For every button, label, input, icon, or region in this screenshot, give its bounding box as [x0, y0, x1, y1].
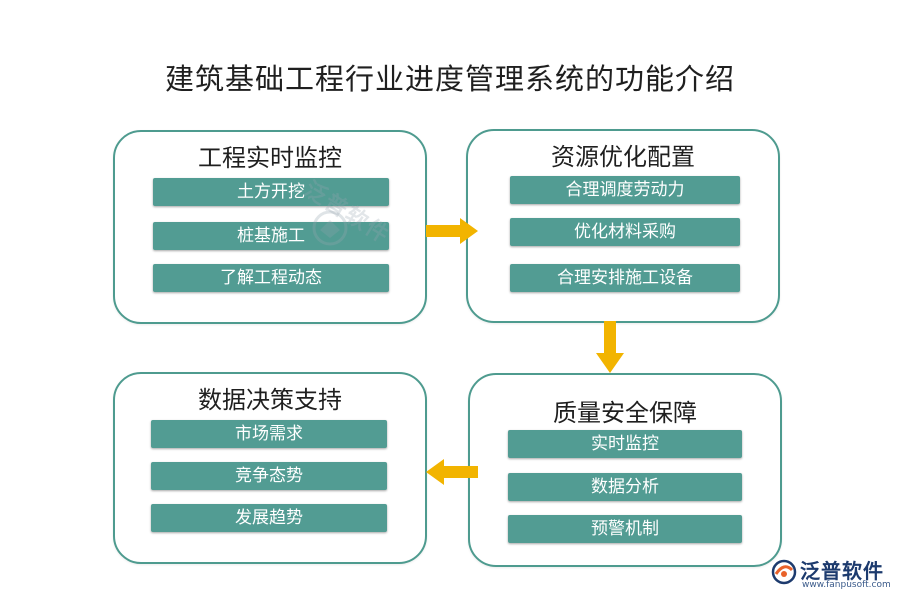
- arrow-right-icon: [426, 218, 478, 244]
- item-bar: 预警机制: [508, 515, 742, 543]
- item-bar: 优化材料采购: [510, 218, 740, 246]
- panel-resource-optimization: 资源优化配置 合理调度劳动力 优化材料采购 合理安排施工设备: [466, 129, 780, 323]
- item-bar: 实时监控: [508, 430, 742, 458]
- item-bar: 数据分析: [508, 473, 742, 501]
- arrow-down-icon: [596, 321, 624, 373]
- panel-title: 数据决策支持: [198, 386, 342, 414]
- item-bar: 发展趋势: [151, 504, 387, 532]
- item-bar: 市场需求: [151, 420, 387, 448]
- logo-name: 泛普软件: [800, 559, 884, 583]
- panel-title: 质量安全保障: [553, 399, 697, 427]
- logo-url: www.fanpusoft.com: [802, 580, 891, 590]
- brand-logo: 泛普软件 www.fanpusoft.com: [770, 554, 895, 594]
- panel-quality-safety: 质量安全保障 实时监控 数据分析 预警机制: [468, 373, 782, 567]
- item-bar: 桩基施工: [153, 222, 389, 250]
- panel-data-decision: 数据决策支持 市场需求 竞争态势 发展趋势: [113, 372, 427, 564]
- item-bar: 了解工程动态: [153, 264, 389, 292]
- page-title: 建筑基础工程行业进度管理系统的功能介绍: [164, 62, 735, 96]
- item-bar: 合理调度劳动力: [510, 176, 740, 204]
- panel-title: 工程实时监控: [198, 144, 342, 172]
- item-bar: 竞争态势: [151, 462, 387, 490]
- item-bar: 合理安排施工设备: [510, 264, 740, 292]
- panel-title: 资源优化配置: [551, 143, 695, 171]
- item-bar: 土方开挖: [153, 178, 389, 206]
- fanpu-logo-icon: [771, 559, 797, 585]
- arrow-left-icon: [426, 459, 478, 485]
- watermark-logo-icon: [312, 210, 348, 246]
- panel-project-monitoring: 工程实时监控 土方开挖 桩基施工 了解工程动态: [113, 130, 427, 324]
